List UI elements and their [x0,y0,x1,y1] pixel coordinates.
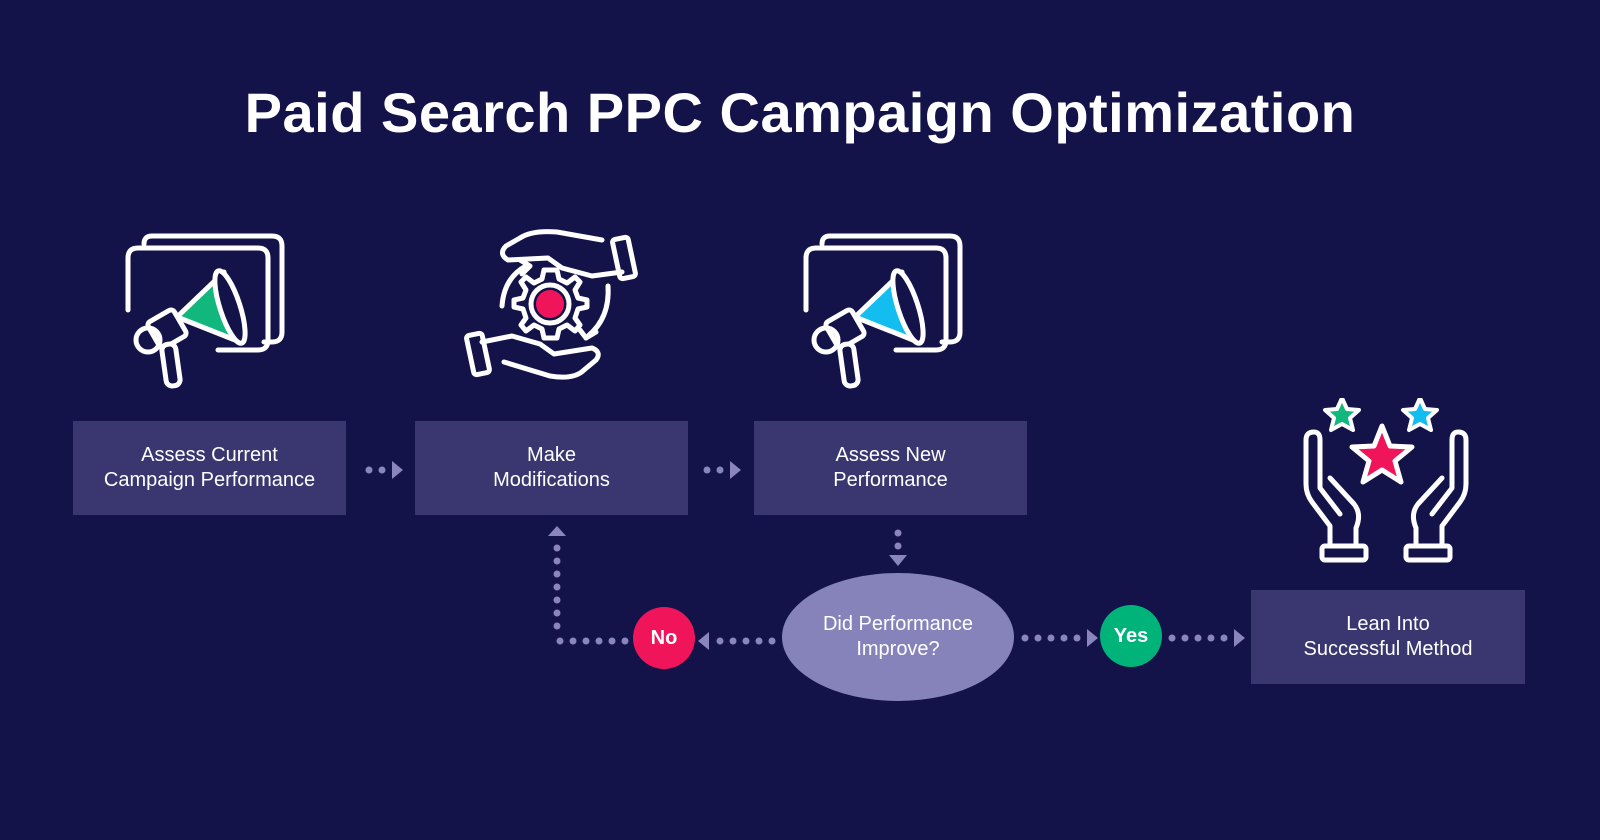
yes-badge: Yes [1100,605,1162,667]
arrow-connector [698,632,776,650]
step-assess-current: Assess Current Campaign Performance [73,421,346,515]
arrow-connector [548,526,629,645]
page-title: Paid Search PPC Campaign Optimization [244,81,1356,144]
arrow-connector [1168,629,1245,647]
hands-gear-icon [464,229,638,380]
arrow-connector [703,461,741,479]
no-badge: No [633,607,695,669]
arrow-connector [1021,629,1098,647]
arrow-connector [889,529,907,566]
step-label: Lean Into Successful Method [1303,613,1473,660]
decision-label: Did Performance Improve? [822,613,974,660]
megaphone-icon [125,233,285,389]
step-label: Assess New Performance [833,444,948,491]
hands-stars-icon [1303,398,1469,563]
step-make-modifications: Make Modifications [415,421,688,515]
megaphone-icon [803,233,963,389]
arrow-connector [365,461,403,479]
step-label: Assess Current Campaign Performance [103,444,316,491]
step-label: Make Modifications [493,444,610,491]
step-assess-new: Assess New Performance [754,421,1027,515]
step-lean-into: Lean Into Successful Method [1251,590,1525,684]
decision-node: Did Performance Improve? [782,573,1014,701]
